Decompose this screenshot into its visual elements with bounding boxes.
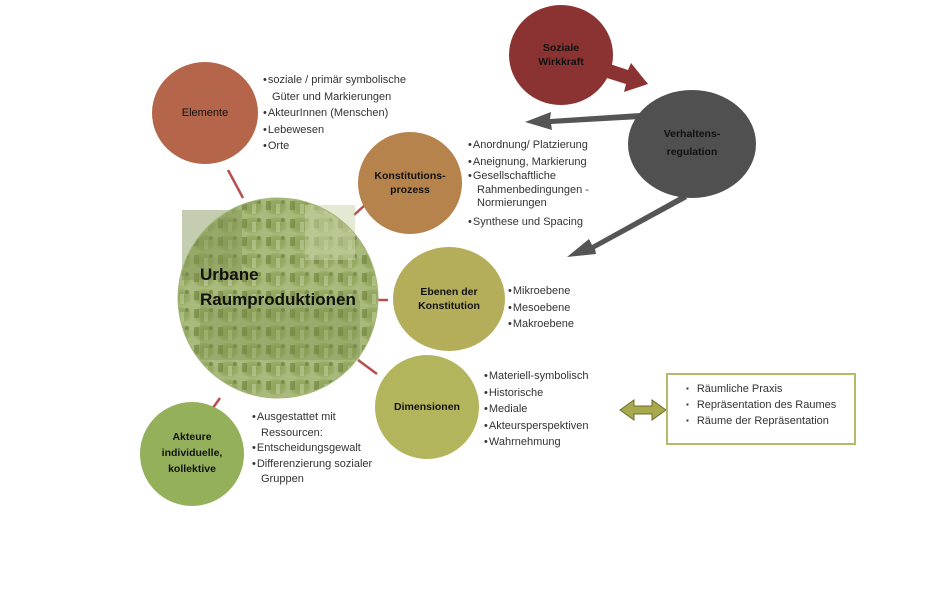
node-konstitutionsprozess: Konstitutions- prozess xyxy=(358,132,462,234)
list-item: Mediale xyxy=(483,401,589,418)
list-item: Entscheidungsgewalt xyxy=(251,441,372,457)
node-akteure: Akteure individuelle, kollektive xyxy=(140,402,244,506)
list-item: Räumliche Praxis xyxy=(686,381,854,397)
list-item: Aneignung, Markierung xyxy=(467,154,589,171)
list-item: Makroebene xyxy=(507,316,574,333)
connector-elemente xyxy=(226,169,245,199)
list-item: Lebewesen xyxy=(262,122,406,139)
double-arrow-icon xyxy=(619,399,667,421)
list-item: Mikroebene xyxy=(507,283,574,300)
node-verhaltensregulation: Verhaltens- regulation xyxy=(628,90,756,198)
list-konstitutionsprozess: Anordnung/ Platzierung Aneignung, Markie… xyxy=(467,137,589,230)
list-item: Mesoebene xyxy=(507,300,574,317)
connector-dimensionen xyxy=(357,358,378,376)
node-verhaltensregulation-label: Verhaltens- regulation xyxy=(663,128,721,158)
central-photo-circle xyxy=(177,197,379,399)
list-item: Akteursperspektiven xyxy=(483,418,589,435)
list-item: Materiell-symbolisch xyxy=(483,368,589,385)
list-item: Anordnung/ Platzierung xyxy=(467,137,589,154)
node-akteure-label: Akteure individuelle, kollektive xyxy=(161,431,223,475)
representation-list: Räumliche Praxis Repräsentation des Raum… xyxy=(668,381,854,429)
node-elemente: Elemente xyxy=(152,62,258,164)
list-item: Synthese und Spacing xyxy=(467,214,589,231)
representation-box: Räumliche Praxis Repräsentation des Raum… xyxy=(666,373,856,445)
node-ebenen-label: Ebenen der Konstitution xyxy=(418,285,480,312)
node-soziale-wirkkraft: Soziale Wirkkraft xyxy=(509,5,613,105)
node-elemente-label: Elemente xyxy=(181,106,229,119)
node-dimensionen-label: Dimensionen xyxy=(394,400,460,413)
list-item: Räume der Repräsentation xyxy=(686,413,854,429)
list-item: Historische xyxy=(483,385,589,402)
node-konstitutionsprozess-label: Konstitutions- prozess xyxy=(374,169,446,196)
central-title-line2: Raumproduktionen xyxy=(200,290,356,309)
list-item: Wahrnehmung xyxy=(483,434,589,451)
list-ebenen: Mikroebene Mesoebene Makroebene xyxy=(507,283,574,333)
node-ebenen: Ebenen der Konstitution xyxy=(393,247,505,351)
arrow-to-ebenen xyxy=(567,194,687,257)
arrow-to-konstitutionsprozess xyxy=(525,112,641,130)
list-dimensionen: Materiell-symbolisch Historische Mediale… xyxy=(483,368,589,451)
node-dimensionen: Dimensionen xyxy=(375,355,479,459)
central-title-line1: Urbane xyxy=(200,265,259,284)
list-item: Orte xyxy=(262,138,406,155)
list-item: AkteurInnen (Menschen) xyxy=(262,105,406,122)
central-title: Urbane Raumproduktionen xyxy=(200,262,356,312)
node-soziale-wirkkraft-label: Soziale Wirkkraft xyxy=(538,41,584,68)
list-item: Repräsentation des Raumes xyxy=(686,397,854,413)
